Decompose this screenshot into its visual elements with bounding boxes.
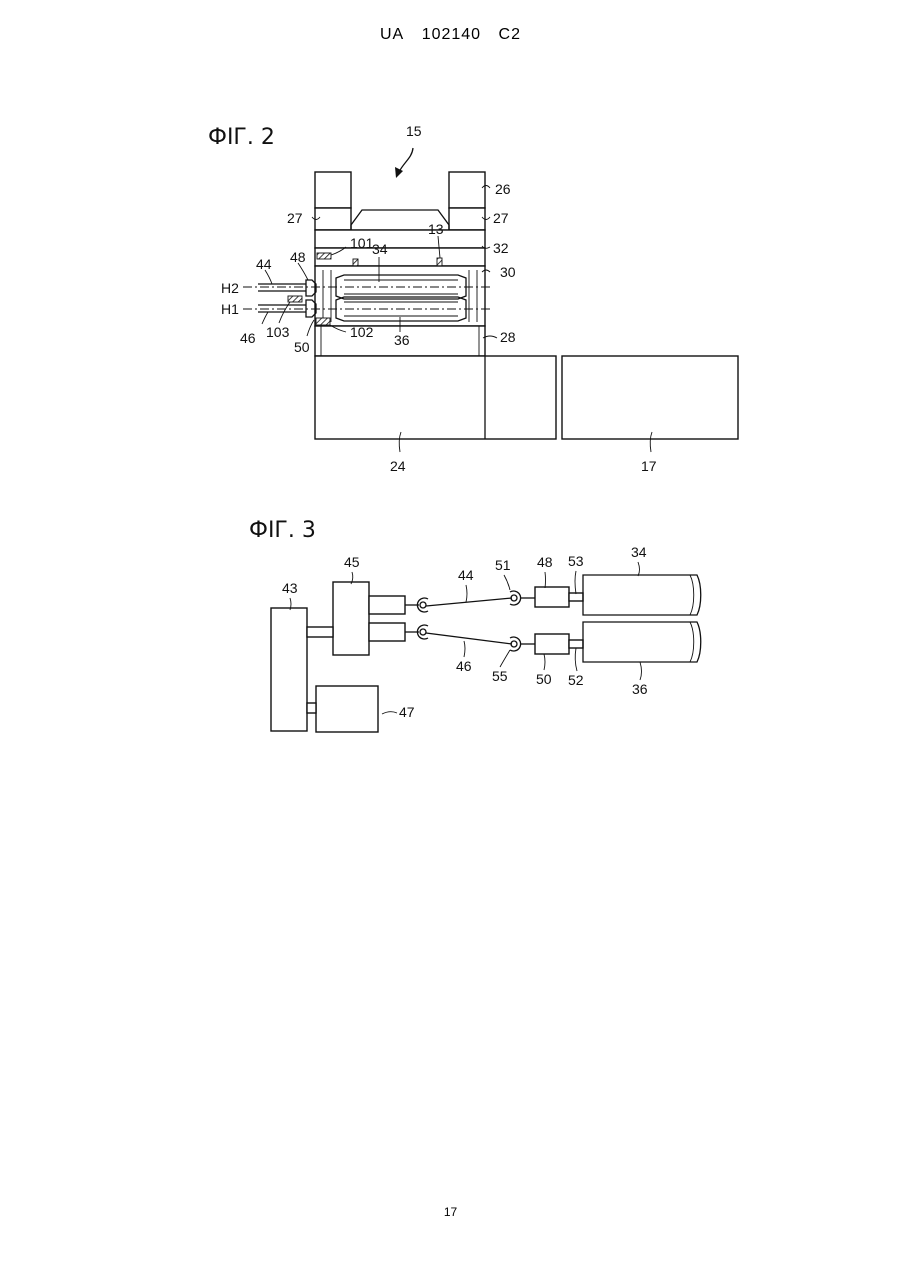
shaft-43-45: [307, 627, 333, 637]
shaft-53: [569, 593, 583, 601]
label-28: 28: [500, 329, 516, 345]
label-43: 43: [282, 580, 298, 596]
motor-43: [271, 608, 307, 731]
label-47: 47: [399, 704, 415, 720]
gearbox-45: [333, 582, 369, 655]
label-17: 17: [641, 458, 657, 474]
label-50: 50: [536, 671, 552, 687]
unit-47: [316, 686, 378, 732]
label-46: 46: [240, 330, 256, 346]
label-36: 36: [632, 681, 648, 697]
label-13: 13: [428, 221, 444, 237]
shaft-43-47: [307, 703, 316, 713]
fig3-title: ФІГ. 3: [249, 518, 316, 543]
spindle-46: [426, 633, 512, 644]
label-45: 45: [344, 554, 360, 570]
roll-34: [583, 575, 701, 615]
coupling-50: [535, 634, 569, 654]
foundation-17: [562, 356, 738, 439]
label-101: 101: [350, 235, 374, 251]
shaft-52: [569, 640, 583, 648]
label-26: 26: [495, 181, 511, 197]
housing-right-top: [449, 172, 485, 208]
upper-chock-32: [315, 230, 485, 248]
block-102: [316, 318, 330, 325]
roll-36: [583, 622, 701, 662]
output-lower: [369, 623, 405, 641]
block-103: [288, 296, 302, 302]
arrow-15-head: [395, 167, 403, 178]
label-36: 36: [394, 332, 410, 348]
label-30: 30: [500, 264, 516, 280]
label-32: 32: [493, 240, 509, 256]
label-52: 52: [568, 672, 584, 688]
label-15: 15: [406, 123, 422, 139]
label-h1: H1: [221, 301, 239, 317]
label-44: 44: [458, 567, 474, 583]
label-27-left: 27: [287, 210, 303, 226]
label-h2: H2: [221, 280, 239, 296]
label-27-right: 27: [493, 210, 509, 226]
arrow-15: [399, 148, 413, 172]
label-48: 48: [290, 249, 306, 265]
label-46: 46: [456, 658, 472, 674]
label-34: 34: [631, 544, 647, 560]
output-upper: [369, 596, 405, 614]
page-number: 17: [0, 1205, 901, 1219]
label-24: 24: [390, 458, 406, 474]
spindle-44: [426, 598, 512, 606]
foundation-24: [315, 356, 556, 439]
label-34: 34: [372, 241, 388, 257]
block-101: [317, 253, 331, 259]
figure-2: ФІГ. 2 15: [208, 123, 738, 474]
label-53: 53: [568, 553, 584, 569]
label-55: 55: [492, 668, 508, 684]
label-51: 51: [495, 557, 511, 573]
coupling-48: [535, 587, 569, 607]
label-103: 103: [266, 324, 290, 340]
fig2-title: ФІГ. 2: [208, 125, 275, 150]
label-102: 102: [350, 324, 374, 340]
label-44: 44: [256, 256, 272, 272]
cylinder-left: [315, 208, 351, 230]
label-50: 50: [294, 339, 310, 355]
label-48: 48: [537, 554, 553, 570]
housing-left-top: [315, 172, 351, 208]
figure-3: ФІГ. 3: [249, 518, 701, 732]
cylinder-right: [449, 208, 485, 230]
